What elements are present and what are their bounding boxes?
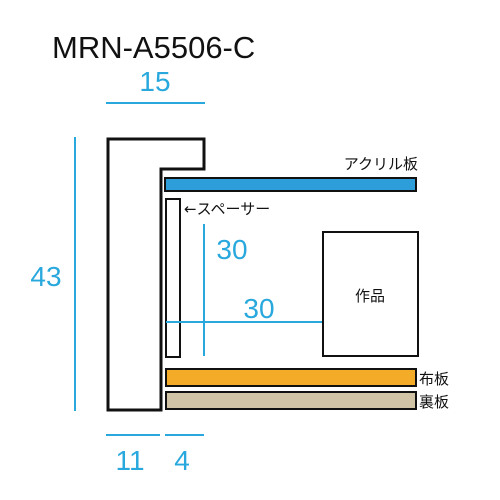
spacer-bar — [165, 198, 181, 358]
acrylic-panel — [164, 177, 417, 192]
artwork-label: 作品 — [355, 287, 385, 305]
cloth-board-label: 布板 — [419, 370, 449, 388]
dimension-spacer-height: 30 — [216, 234, 247, 265]
dimension-bottom-left: 11 — [115, 445, 144, 476]
cloth-board — [165, 368, 417, 387]
spacer-label: ←スペーサー — [184, 200, 270, 218]
frame-moulding-profile — [106, 137, 206, 412]
dimension-bottom-right: 4 — [174, 445, 190, 476]
back-board-label: 裏板 — [419, 393, 449, 411]
artwork-box — [322, 231, 419, 357]
back-board — [165, 391, 417, 410]
dimension-spacer-width: 30 — [243, 293, 274, 324]
model-title: MRN-A5506-C — [52, 30, 255, 65]
dimension-top-width: 15 — [139, 66, 170, 97]
acrylic-label: アクリル板 — [344, 155, 418, 173]
dimension-total-height: 43 — [30, 261, 61, 292]
